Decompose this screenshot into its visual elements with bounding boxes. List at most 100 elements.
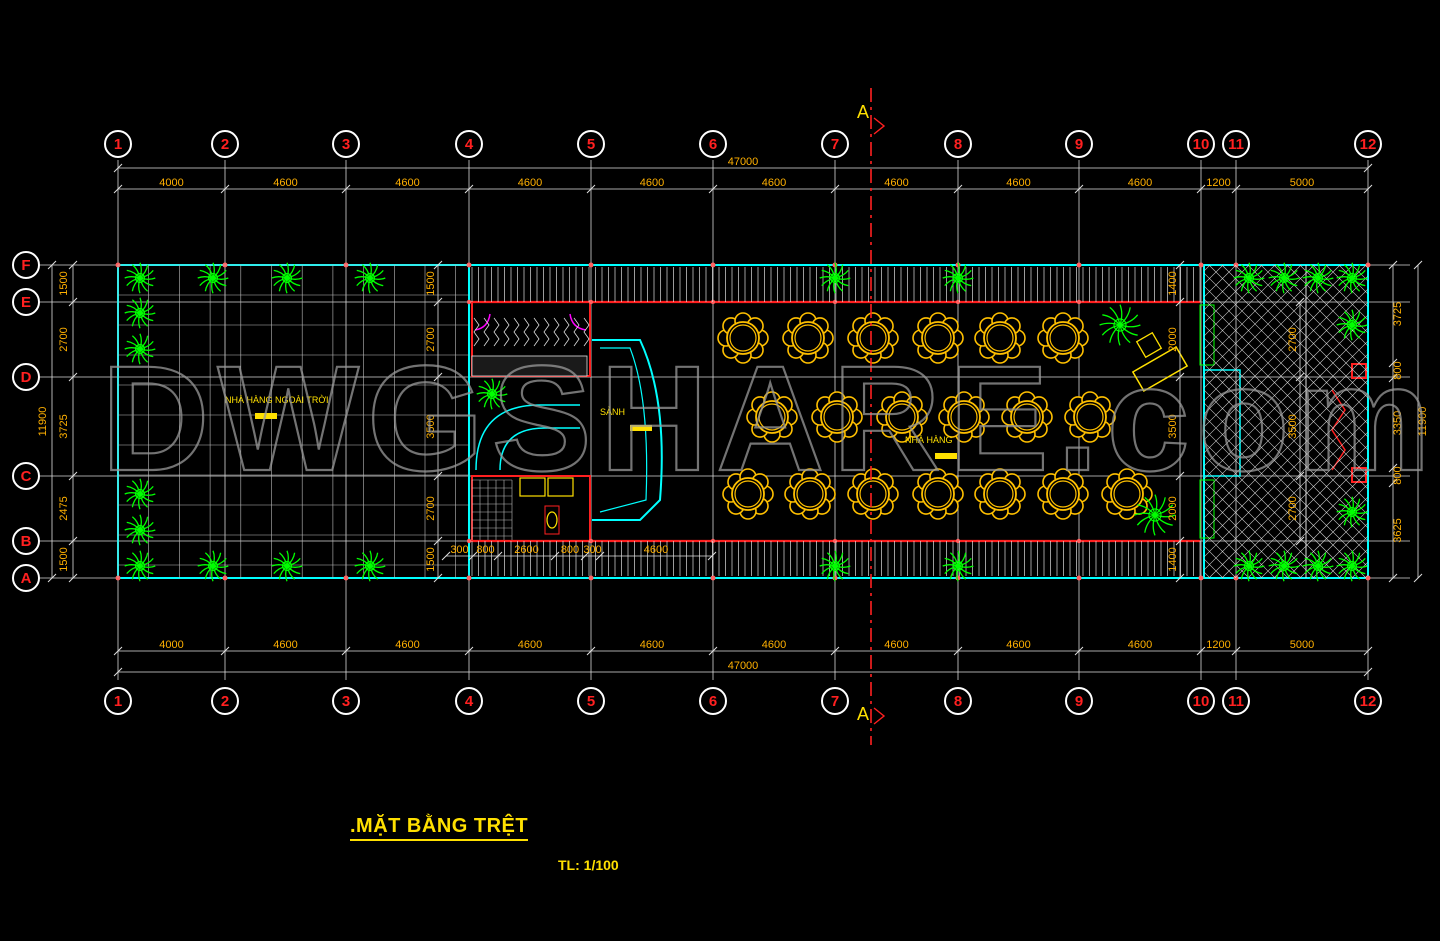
drawing-scale: TL: 1/100 xyxy=(558,857,619,873)
inner-mid-dim-label: 2000 xyxy=(1167,496,1179,520)
plant-leaf xyxy=(1309,565,1319,580)
table-inner xyxy=(986,324,1014,352)
plant-leaf xyxy=(212,557,227,567)
grid-bubble-bottom-4-label: 4 xyxy=(465,693,474,710)
plant-leaf xyxy=(956,565,959,582)
plant-leaf xyxy=(1270,277,1285,287)
plant-leaf xyxy=(491,393,506,403)
grid-bubble-row-E-label: E xyxy=(21,294,31,311)
section-line: AA xyxy=(857,88,886,745)
plant-leaf xyxy=(1283,264,1293,279)
left-row-dim-label: 2475 xyxy=(58,496,70,520)
plant-leaf xyxy=(957,565,972,575)
plant xyxy=(476,378,508,410)
plant-pot xyxy=(486,388,498,400)
grid-bubble-bottom-7: 7 xyxy=(821,687,849,715)
plant-leaf xyxy=(1152,514,1156,536)
plant-leaf xyxy=(126,348,141,358)
inner-left-dim-label: 1500 xyxy=(425,547,437,571)
table-top xyxy=(1073,400,1107,434)
bottom-col-dim-label: 4600 xyxy=(273,639,297,651)
plant xyxy=(271,262,303,294)
inner-right-dim-label: 2700 xyxy=(1287,496,1299,520)
plant xyxy=(1302,262,1334,294)
left-row-dim-tick xyxy=(68,372,78,382)
plant-leaf xyxy=(949,552,959,567)
plant-leaf xyxy=(834,550,837,567)
round-table xyxy=(782,312,834,364)
plant-leaf xyxy=(139,262,142,279)
hatch-line xyxy=(1204,265,1354,415)
plant-leaf xyxy=(126,493,141,503)
plant-leaf xyxy=(1283,269,1298,279)
plant-leaf xyxy=(1351,565,1368,568)
plant-leaf xyxy=(1119,307,1131,326)
bottom-col-dim-tick xyxy=(220,646,230,656)
table-inner xyxy=(796,480,824,508)
plant-leaf xyxy=(1248,557,1263,567)
right-row-dim-label: 800 xyxy=(1392,361,1404,379)
table-top xyxy=(921,321,955,355)
plant-leaf xyxy=(1351,269,1366,279)
right-row-dim-label: 3625 xyxy=(1392,518,1404,542)
bottom-col-dim-tick xyxy=(953,646,963,656)
right-row-dim-tick xyxy=(1388,373,1398,383)
grid-bubble-top-7-label: 7 xyxy=(831,136,839,153)
plant-leaf xyxy=(356,277,371,287)
round-table xyxy=(847,468,899,520)
plant-leaf xyxy=(197,564,214,567)
plant-leaf xyxy=(1119,324,1138,336)
herringbone xyxy=(493,317,500,347)
plant-leaf xyxy=(369,565,384,575)
plant-pot xyxy=(1113,318,1127,332)
grid-bubble-bottom-12-circle xyxy=(1354,687,1382,715)
plant-leaf xyxy=(1338,557,1353,567)
hatch-line xyxy=(1221,431,1368,578)
inner-right-dim-tick xyxy=(1295,297,1305,307)
plant-leaf xyxy=(278,565,288,580)
hatch-line xyxy=(1204,379,1368,545)
grid-bubble-bottom-12: 12 xyxy=(1354,687,1382,715)
grid-bubble-row-F-circle xyxy=(12,251,40,279)
column-dot xyxy=(832,538,838,544)
inner-right-dim-label: 2700 xyxy=(1287,327,1299,351)
round-table xyxy=(876,391,928,443)
plant-leaf xyxy=(1302,276,1319,279)
plant-leaf xyxy=(834,557,849,567)
plant-leaf xyxy=(957,552,967,567)
plant-leaf xyxy=(139,340,154,350)
hatch-line xyxy=(1234,265,1368,399)
bottom-col-dim-tick xyxy=(341,646,351,656)
grid-bubble-top-8-label: 8 xyxy=(954,136,962,153)
plant-leaf xyxy=(1338,277,1353,287)
grid-bubble-row-D-circle xyxy=(12,363,40,391)
plant-leaf xyxy=(131,516,141,531)
grid-bubble-top-9-circle xyxy=(1065,130,1093,158)
table-inner xyxy=(1076,403,1104,431)
table-inner xyxy=(859,480,887,508)
plant-leaf xyxy=(834,552,844,567)
plant-leaf xyxy=(1283,557,1298,567)
plant-leaf xyxy=(834,277,844,292)
plant-leaf xyxy=(131,565,141,580)
chair xyxy=(1135,331,1163,359)
plant-leaf xyxy=(1117,324,1121,346)
column-dot xyxy=(588,538,594,544)
plant-leaf xyxy=(1351,498,1361,513)
plant-leaf xyxy=(139,264,149,279)
table-inner xyxy=(924,480,952,508)
hatch-line xyxy=(1204,506,1276,578)
column-dot xyxy=(222,575,228,581)
hatch-line xyxy=(1204,340,1368,506)
plant-leaf xyxy=(944,277,959,287)
round-table xyxy=(1001,391,1053,443)
plant-leaf xyxy=(1351,277,1368,280)
plant-leaf xyxy=(126,521,141,531)
plant-leaf xyxy=(124,564,141,567)
bottom-col-dim-tick xyxy=(113,646,123,656)
plant-leaf xyxy=(1283,277,1293,292)
stair-rail xyxy=(499,427,580,471)
plant xyxy=(124,514,156,546)
plant-leaf xyxy=(1351,316,1366,326)
plant-leaf xyxy=(369,277,379,292)
